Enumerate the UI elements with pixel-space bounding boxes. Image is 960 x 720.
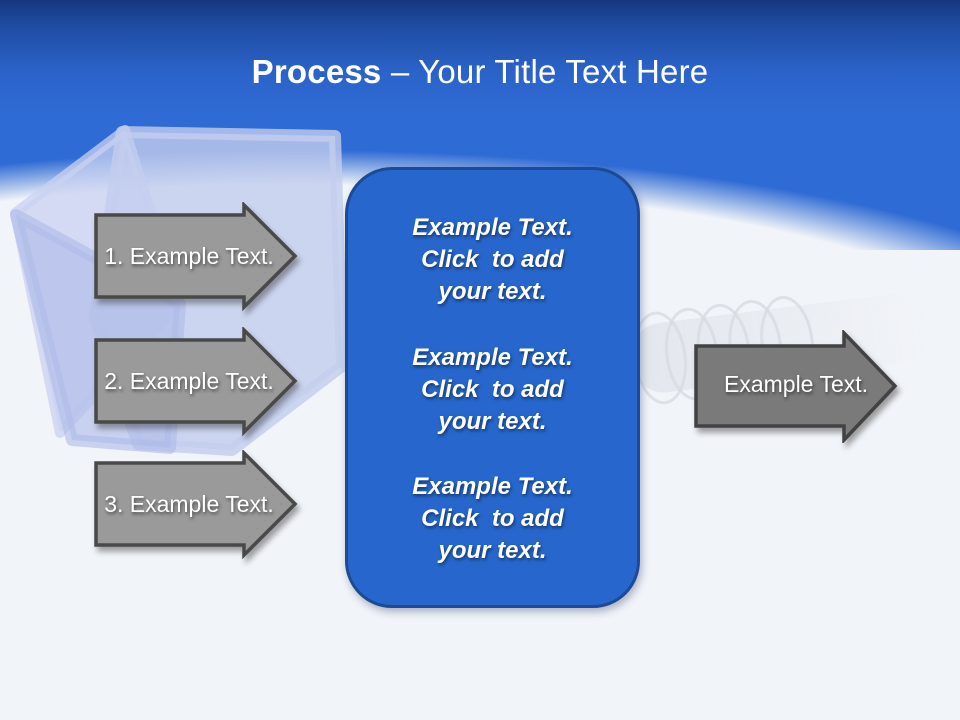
step-arrow-1[interactable]: 1. Example Text. [94,202,298,312]
output-arrow[interactable]: Example Text. [694,330,898,443]
slide-title-rest: – Your Title Text Here [381,53,709,90]
right-arrow-shape-icon [694,330,898,443]
output-arrow-label[interactable]: Example Text. [723,370,869,397]
slide-title-keyword: Process [251,53,382,90]
step-arrow-label[interactable]: 1. Example Text. [104,242,274,269]
step-arrow-label[interactable]: 2. Example Text. [104,367,274,394]
right-arrow-shape-icon [94,450,298,560]
step-arrow-3[interactable]: 3. Example Text. [94,450,298,560]
center-text-box[interactable]: Example Text. Click to add your text. Ex… [345,167,640,608]
step-arrow-2[interactable]: 2. Example Text. [94,327,298,437]
placeholder-text-block[interactable]: Example Text. Click to add your text. [412,473,573,565]
placeholder-text-block[interactable]: Example Text. Click to add your text. [412,213,573,305]
step-arrow-label[interactable]: 3. Example Text. [104,490,274,517]
slide-title: Process – Your Title Text Here [0,53,960,91]
right-arrow-shape-icon [94,327,298,437]
placeholder-text-block[interactable]: Example Text. Click to add your text. [412,343,573,435]
right-arrow-shape-icon [94,202,298,312]
